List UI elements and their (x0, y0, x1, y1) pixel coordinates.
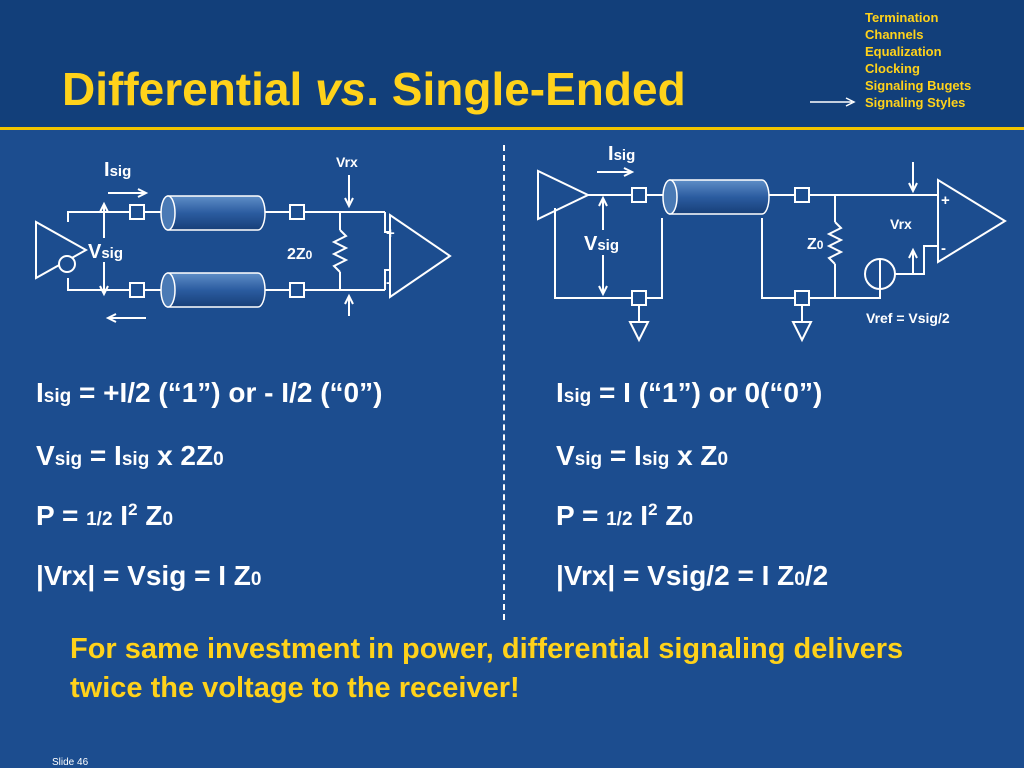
diff-vsig-label: Vsig (88, 241, 123, 263)
port-icon (794, 290, 810, 306)
single-vrx-equation: |Vrx| = Vsig/2 = I Z0/2 (556, 560, 829, 591)
diff-power-equation: P = 1/2 I2 Z0 (36, 500, 174, 531)
single-ended-circuit (537, 162, 1007, 343)
single-isig-label: Isig (608, 143, 635, 165)
differential-circuit (35, 175, 452, 323)
driver-bubble-icon (58, 255, 76, 273)
arrow-right-icon (810, 97, 856, 107)
single-minus-label: - (941, 240, 946, 257)
port-icon (129, 204, 145, 220)
diff-isig-equation: Isig = +I/2 (“1”) or - I/2 (“0”) (36, 377, 383, 408)
port-icon (289, 204, 305, 220)
single-coax-cable (662, 179, 770, 215)
single-term-label: Z0 (807, 236, 824, 253)
port-icon (631, 290, 647, 306)
agenda-item: Channels (865, 27, 924, 42)
single-power-equation: P = 1/2 I2 Z0 (556, 500, 694, 531)
header-rule (0, 127, 1024, 130)
slide-number: Slide 46 (52, 757, 89, 768)
agenda-item: Clocking (865, 61, 920, 76)
ground-icon (791, 321, 813, 343)
vref-label: Vref = Vsig/2 (866, 310, 950, 326)
driver-icon (537, 169, 591, 221)
port-icon (794, 187, 810, 203)
agenda-item: Termination (865, 10, 939, 25)
resistor-icon (826, 221, 844, 265)
agenda-item: Signaling Bugets (865, 78, 972, 93)
ground-icon (628, 321, 650, 343)
header-band (0, 0, 1024, 127)
diff-isig-label: Isig (104, 159, 131, 181)
diff-term-label: 2Z0 (287, 246, 313, 263)
resistor-icon (331, 229, 349, 273)
single-vsig-equation: Vsig = Isig x Z0 (556, 440, 729, 471)
single-isig-equation: Isig = I (“1”) or 0(“0”) (556, 377, 823, 408)
port-icon (631, 187, 647, 203)
single-vsig-label: Vsig (584, 233, 619, 255)
diff-plus-label: + (386, 225, 395, 242)
diff-coax-cables (160, 195, 266, 308)
diff-vrx-equation: |Vrx| = Vsig = I Z0 (36, 560, 262, 591)
column-divider (503, 145, 505, 620)
slide-title: Differential vs. Single-Ended (62, 63, 686, 115)
circuit-diagram: Isig Vsig Vrx 2Z0 + - (35, 143, 1007, 343)
port-icon (289, 282, 305, 298)
single-plus-label: + (941, 192, 950, 209)
conclusion-callout: For same investment in power, differenti… (70, 633, 904, 704)
diff-vrx-label: Vrx (336, 154, 358, 170)
port-icon (129, 282, 145, 298)
agenda-item-current: Signaling Styles (865, 95, 966, 110)
agenda-item: Equalization (865, 44, 942, 59)
single-vrx-label: Vrx (890, 216, 912, 232)
agenda-list: Termination Channels Equalization Clocki… (865, 9, 971, 111)
diff-minus-label: - (386, 274, 391, 291)
receiver-icon (389, 213, 452, 299)
receiver-icon (937, 178, 1007, 264)
diff-vsig-equation: Vsig = Isig x 2Z0 (36, 440, 224, 471)
